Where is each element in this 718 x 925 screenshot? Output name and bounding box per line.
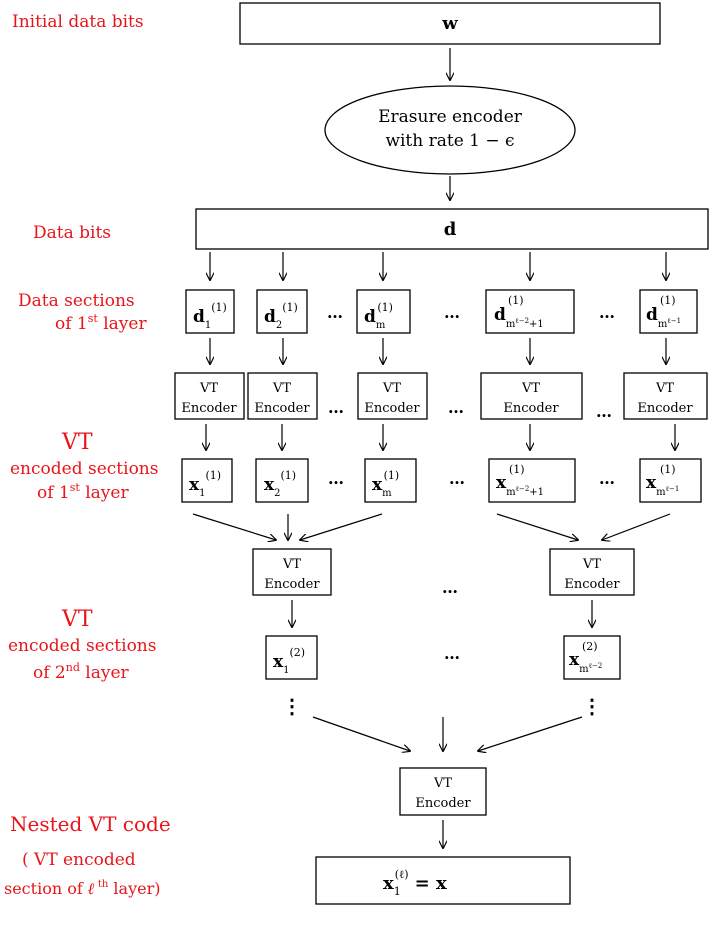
svg-text:VT: VT (199, 381, 218, 396)
label-vt1-line3: of 1st layer (37, 481, 129, 503)
data-section-d1: d1(1) (185, 289, 235, 334)
label-vt2-line3: of 2nd layer (33, 661, 130, 683)
vt-encoder-layer2-last: VT Encoder (549, 548, 635, 596)
data-section-dml1: dmℓ−1 (1) (639, 289, 698, 334)
svg-text:Encoder: Encoder (254, 401, 310, 416)
svg-text:x1(2): x1(2) (273, 646, 305, 676)
label-data-sections-line1: Data sections (18, 291, 135, 311)
label-data-sections-line2: of 1st layer (55, 312, 147, 334)
arrow-left-to-final-enc (312, 716, 410, 751)
svg-text:(2): (2) (582, 640, 598, 653)
arrow-x1-to-enc2 (192, 513, 276, 540)
svg-text:VT: VT (582, 557, 601, 572)
ellipsis-enc-2: … (448, 398, 464, 417)
arrow-xm-to-enc2 (300, 513, 383, 540)
ellipsis-data-1: … (327, 303, 343, 322)
vdots-right: ⋮ (582, 694, 602, 718)
svg-text:x2(1): x2(1) (264, 469, 296, 499)
vt-encoder-layer2-first: VT Encoder (252, 548, 332, 596)
ellipsis-data-2: … (444, 303, 460, 322)
label-data-bits: Data bits (33, 223, 111, 243)
svg-text:dmℓ−2+1: dmℓ−2+1 (494, 305, 544, 330)
svg-text:Encoder: Encoder (181, 401, 237, 416)
arrow-xml1-to-enc2 (602, 513, 671, 540)
input-bits-symbol: w (441, 13, 458, 34)
vdots-left: ⋮ (282, 694, 302, 718)
svg-text:xm(1): xm(1) (372, 469, 399, 499)
svg-text:Encoder: Encoder (503, 401, 559, 416)
input-bits-box (239, 2, 661, 45)
svg-text:Encoder: Encoder (637, 401, 693, 416)
svg-text:Encoder: Encoder (364, 401, 420, 416)
svg-text:Encoder: Encoder (564, 577, 620, 592)
label-vt1-line2: encoded sections (10, 459, 158, 479)
vt-section-layer2-first: x1(2) (265, 635, 318, 680)
vt-encoder-1: VT Encoder (174, 372, 245, 420)
svg-text:dm(1): dm(1) (364, 301, 393, 331)
svg-text:(1): (1) (509, 463, 525, 476)
data-section-dml2p1: dmℓ−2+1 (1) (485, 289, 575, 334)
svg-text:VT: VT (282, 557, 301, 572)
vt-section-xml1: xmℓ−1 (1) (639, 458, 702, 503)
svg-text:VT: VT (655, 381, 674, 396)
vt-encoder-2: VT Encoder (247, 372, 318, 420)
label-vt2-title: VT (61, 607, 93, 632)
data-bits-box (195, 208, 709, 250)
vt-encoder-ml2: VT Encoder (480, 372, 583, 420)
vt-encoder-final: VT Encoder (399, 767, 487, 816)
svg-text:VT: VT (382, 381, 401, 396)
svg-text:Encoder: Encoder (415, 796, 471, 811)
svg-text:VT: VT (521, 381, 540, 396)
label-vt1-title: VT (61, 430, 93, 455)
label-nested-title: Nested VT code (10, 812, 171, 836)
svg-text:dmℓ−1: dmℓ−1 (646, 305, 681, 330)
ellipsis-enc-1: … (328, 398, 344, 417)
vt-section-x2: x2(1) (255, 458, 309, 503)
vt-section-xm: xm(1) (364, 458, 417, 503)
svg-text:xmℓ−2: xmℓ−2 (569, 650, 602, 675)
svg-text:xmℓ−1: xmℓ−1 (646, 473, 679, 498)
svg-text:VT: VT (272, 381, 291, 396)
ellipsis-x-3: … (599, 469, 615, 488)
arrow-xml2-to-enc2 (496, 513, 578, 540)
svg-text:x1(1): x1(1) (189, 469, 221, 499)
svg-text:(1): (1) (660, 463, 676, 476)
svg-text:d2(1): d2(1) (264, 301, 298, 331)
erasure-encoder-line1: Erasure encoder (378, 107, 523, 127)
erasure-encoder-node (324, 85, 576, 175)
label-initial-data-bits: Initial data bits (12, 12, 144, 32)
svg-text:x1(ℓ)= x: x1(ℓ)= x (383, 868, 447, 898)
label-nested-line3: section of ℓ th layer) (4, 879, 160, 898)
ellipsis-enc2: … (442, 578, 458, 597)
output-nested-code-box: x1(ℓ)= x (315, 856, 571, 905)
ellipsis-data-3: … (599, 303, 615, 322)
svg-text:(1): (1) (508, 294, 524, 307)
svg-text:Encoder: Encoder (264, 577, 320, 592)
ellipsis-x2: … (444, 644, 460, 663)
vt-section-layer2-last: xmℓ−2 (2) (563, 635, 621, 680)
ellipsis-enc-3: … (596, 402, 612, 421)
arrow-right-to-final-enc (478, 716, 583, 751)
erasure-encoder-line2: with rate 1 − ϵ (385, 131, 514, 151)
label-vt2-line2: encoded sections (8, 636, 156, 656)
svg-text:d1(1): d1(1) (193, 301, 227, 331)
ellipsis-x-1: … (328, 469, 344, 488)
vt-section-x1: x1(1) (181, 458, 233, 503)
svg-text:VT: VT (433, 776, 452, 791)
svg-text:(1): (1) (660, 294, 676, 307)
vt-encoder-ml1: VT Encoder (623, 372, 708, 420)
data-section-d2: d2(1) (256, 289, 308, 334)
svg-text:xmℓ−2+1: xmℓ−2+1 (496, 473, 544, 498)
data-bits-symbol: d (444, 219, 457, 240)
label-nested-line2: ( VT encoded (22, 850, 136, 870)
ellipsis-x-2: … (449, 469, 465, 488)
vt-encoder-m: VT Encoder (357, 372, 428, 420)
data-section-dm: dm(1) (356, 289, 411, 334)
vt-section-xml2p1: xmℓ−2+1 (1) (488, 458, 576, 503)
